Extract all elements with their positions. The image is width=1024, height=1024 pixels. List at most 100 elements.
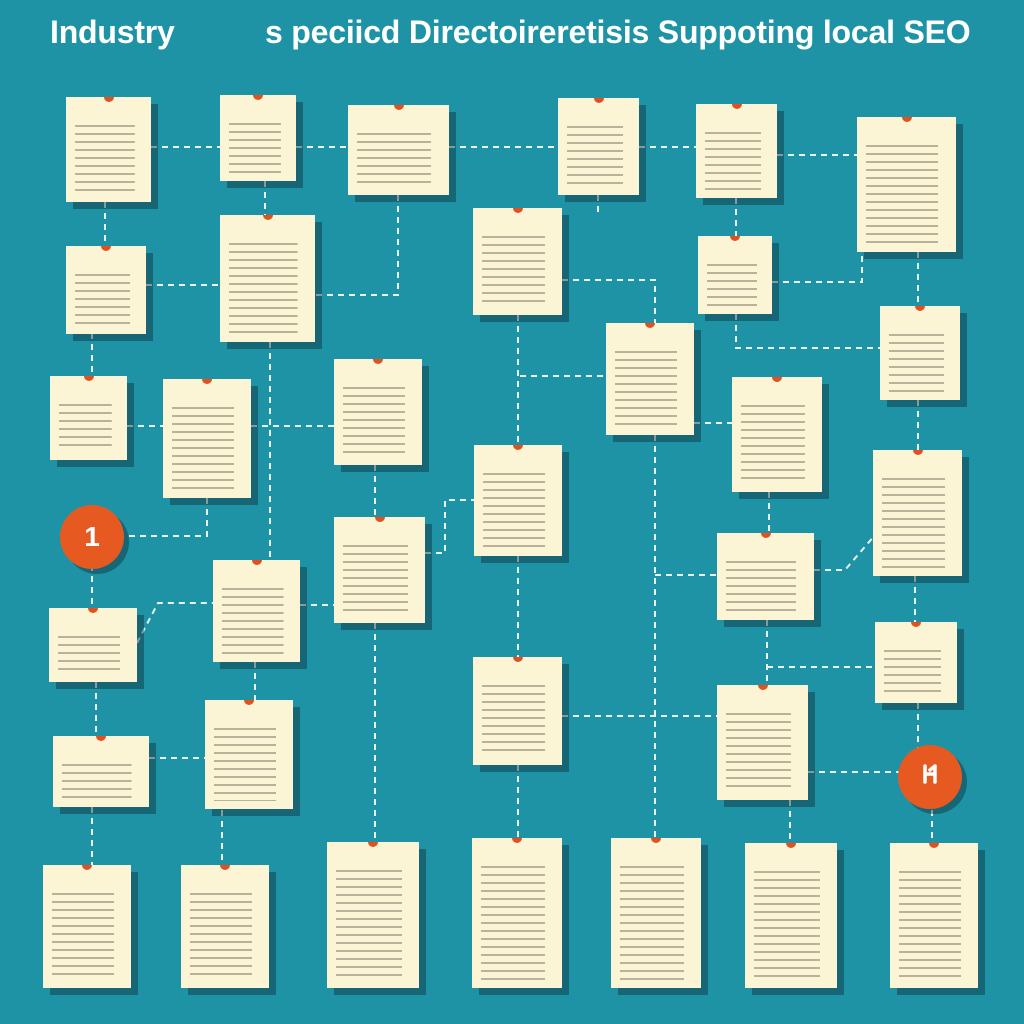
pin-icon <box>101 97 116 104</box>
card-heading <box>172 393 243 403</box>
card-text-lines <box>172 407 243 490</box>
pin-icon <box>899 117 914 124</box>
pin-icon <box>784 843 798 850</box>
card-text-lines <box>482 685 554 757</box>
pin-icon <box>510 657 525 664</box>
card-text-lines <box>343 545 417 615</box>
pin-icon <box>366 842 380 849</box>
card-text-lines <box>741 405 814 484</box>
card-text-lines <box>620 866 693 980</box>
card-text-lines <box>190 893 261 980</box>
pin-icon <box>913 306 927 313</box>
pin-icon <box>94 736 108 743</box>
card-heading <box>75 111 143 121</box>
directory-card <box>213 560 300 662</box>
card-heading <box>707 250 764 260</box>
pin-icon <box>242 700 256 707</box>
card-text-lines <box>58 636 129 674</box>
pin-icon <box>391 105 406 112</box>
directory-card <box>890 843 978 988</box>
card-heading <box>59 390 119 400</box>
card-heading <box>899 857 970 867</box>
directory-card <box>473 208 562 315</box>
directory-card <box>66 97 151 202</box>
directory-card <box>558 98 639 195</box>
step-badge-one: 1 <box>60 505 124 569</box>
card-text-lines <box>726 713 800 792</box>
directory-card <box>49 608 137 682</box>
directory-card <box>472 838 562 988</box>
card-heading <box>58 622 129 632</box>
card-heading <box>889 320 952 330</box>
directory-card <box>880 306 960 400</box>
card-text-lines <box>229 243 307 334</box>
card-text-lines <box>229 123 288 173</box>
directory-card <box>327 842 419 988</box>
pin-icon <box>251 95 265 102</box>
card-heading <box>52 879 123 889</box>
card-text-lines <box>882 478 954 568</box>
card-heading <box>75 260 138 270</box>
card-heading <box>229 229 307 239</box>
card-heading <box>336 856 411 866</box>
pin-icon <box>200 379 214 386</box>
directory-card <box>873 450 962 576</box>
pin-icon <box>643 323 657 330</box>
card-heading <box>726 547 806 557</box>
pin-icon <box>910 450 925 457</box>
card-text-lines <box>336 870 411 980</box>
directory-card <box>348 105 449 195</box>
card-heading <box>567 112 631 122</box>
card-heading <box>754 857 829 867</box>
card-heading <box>482 671 554 681</box>
card-text-lines <box>884 650 949 695</box>
card-text-lines <box>726 561 806 612</box>
pin-icon <box>649 838 663 845</box>
card-text-lines <box>483 473 554 548</box>
directory-card <box>50 376 127 460</box>
step-badge-two <box>898 745 962 809</box>
pin-icon <box>770 377 784 384</box>
directory-card <box>473 657 562 765</box>
card-text-lines <box>899 871 970 980</box>
directory-card <box>220 95 296 181</box>
pin-icon <box>99 246 113 253</box>
card-text-lines <box>889 334 952 392</box>
card-text-lines <box>866 145 948 244</box>
pin-icon <box>371 359 385 366</box>
badge-mark-icon <box>917 761 943 793</box>
card-heading <box>357 119 441 129</box>
card-text-lines <box>75 125 143 194</box>
card-heading <box>343 531 417 541</box>
card-text-lines <box>482 236 554 307</box>
card-text-lines <box>75 274 138 326</box>
card-heading <box>741 391 814 401</box>
card-heading <box>483 459 554 469</box>
pin-icon <box>80 865 94 872</box>
card-text-lines <box>615 351 686 427</box>
pin-icon <box>249 560 264 567</box>
card-heading <box>222 574 292 584</box>
directory-card <box>732 377 822 492</box>
card-heading <box>705 118 769 128</box>
card-text-lines <box>62 764 141 799</box>
directory-card <box>163 379 251 498</box>
pin-icon <box>260 215 275 222</box>
directory-card <box>181 865 269 988</box>
card-heading <box>866 131 948 141</box>
directory-card <box>606 323 694 435</box>
pin-icon <box>758 533 773 540</box>
pin-icon <box>909 622 923 629</box>
pin-icon <box>218 865 232 872</box>
directory-card <box>220 215 315 342</box>
pin-icon <box>372 517 387 524</box>
directory-card <box>474 445 562 556</box>
directory-card <box>53 736 149 807</box>
title-right: s peciicd Directoireretisis Suppoting lo… <box>265 14 971 50</box>
card-heading <box>343 373 414 383</box>
card-text-lines <box>59 404 119 452</box>
card-heading <box>214 714 285 724</box>
directory-card <box>205 700 293 809</box>
directory-card <box>717 685 808 800</box>
